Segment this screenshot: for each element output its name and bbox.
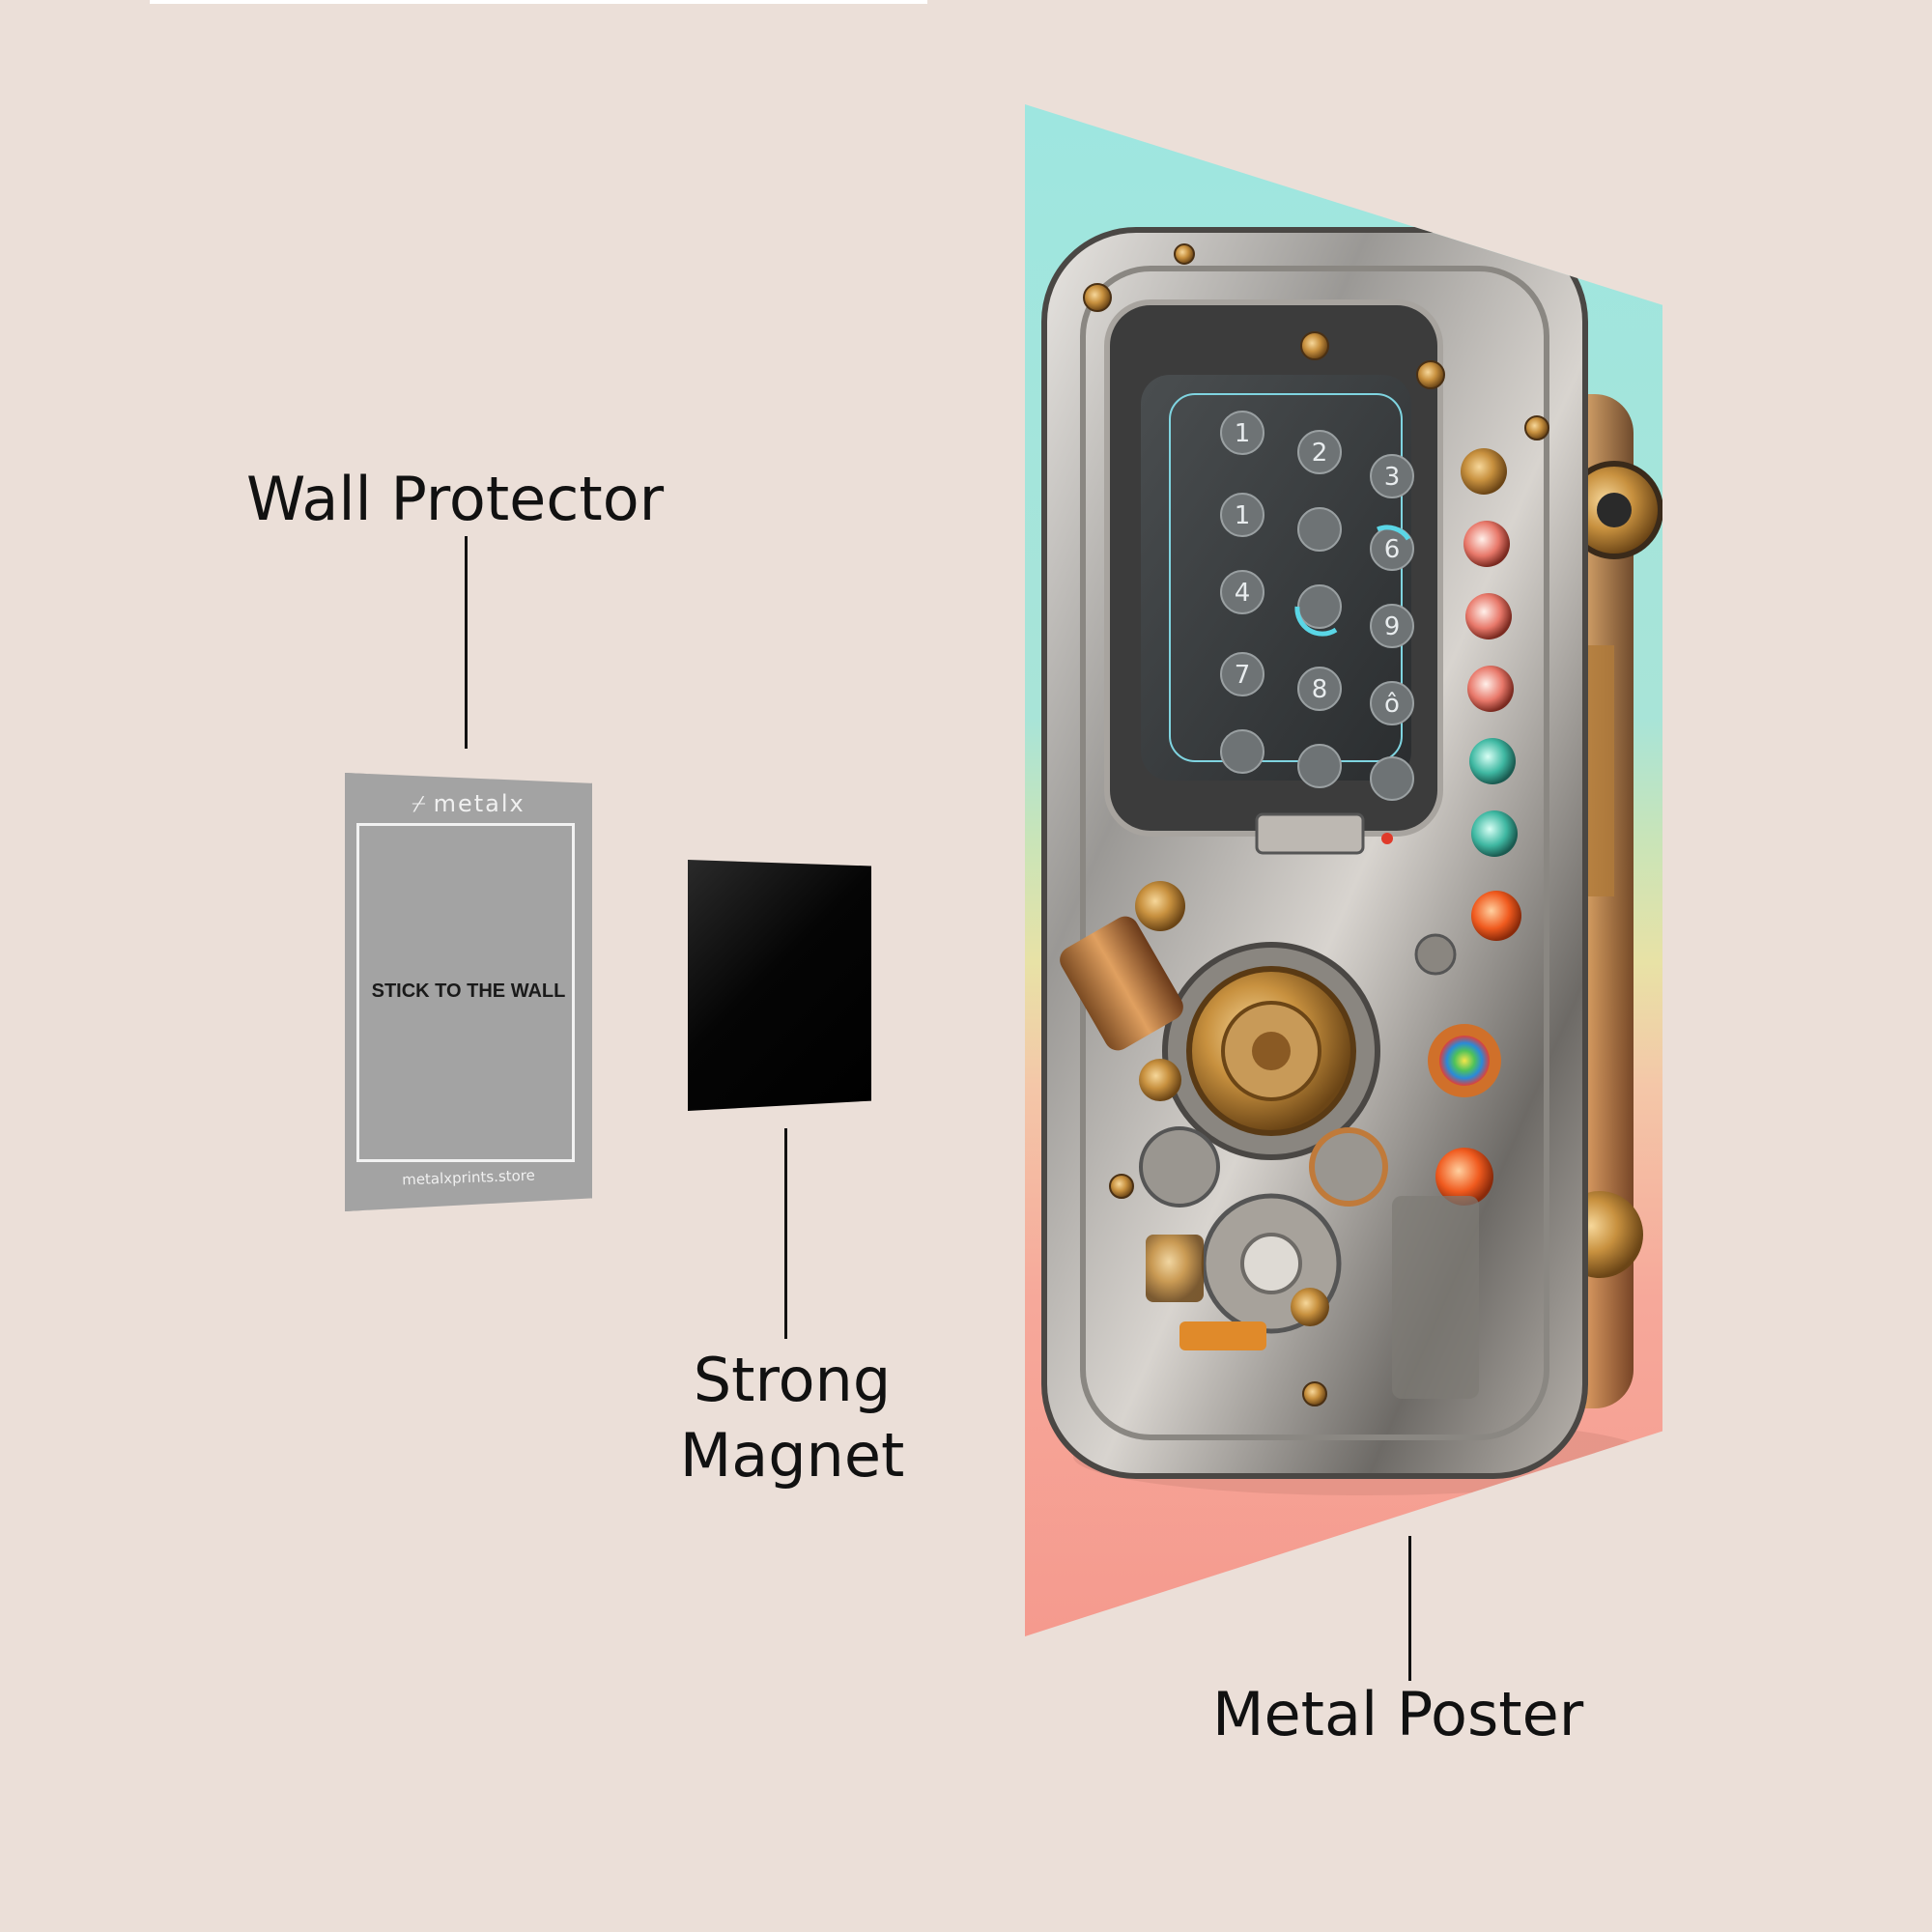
- key-9: 9: [1384, 612, 1401, 641]
- strong-magnet: [688, 860, 871, 1111]
- key-12: ô: [1384, 690, 1400, 719]
- metal-poster-leader-line: [1408, 1536, 1411, 1681]
- protector-website: metalxprints.store: [401, 1166, 536, 1189]
- strong-magnet-label: Strong Magnet: [667, 1343, 918, 1492]
- wall-protector-label: Wall Protector: [246, 464, 665, 534]
- top-strip: [150, 0, 927, 4]
- key-4: 1: [1235, 501, 1251, 530]
- key-6: 6: [1384, 535, 1401, 564]
- strong-magnet-label-line2: Magnet: [679, 1419, 905, 1491]
- wall-protector-leader-line: [465, 536, 468, 749]
- poster-artwork: 1 2 3 1 6 4 9 7 8 ô: [1041, 227, 1662, 1495]
- key-11: 8: [1312, 675, 1328, 704]
- key-1: 1: [1235, 419, 1251, 448]
- protector-instruction: STICK TO THE WALL: [371, 980, 566, 1002]
- key-2: 2: [1312, 439, 1328, 468]
- key-3: 3: [1384, 463, 1401, 492]
- protector-inner-frame: [356, 823, 575, 1162]
- metalx-logo-icon: ⌿: [412, 790, 428, 817]
- strong-magnet-label-line1: Strong: [693, 1345, 892, 1415]
- protector-brand: ⌿metalx: [345, 790, 592, 817]
- metal-poster-label: Metal Poster: [1212, 1679, 1584, 1749]
- key-10: 7: [1235, 661, 1251, 690]
- protector-brand-text: metalx: [433, 790, 526, 817]
- keypad-buttons: [1220, 411, 1414, 801]
- key-7: 4: [1235, 579, 1251, 608]
- wall-protector-card: ⌿metalx STICK TO THE WALL metalxprints.s…: [345, 773, 592, 1211]
- strong-magnet-leader-line: [784, 1128, 787, 1339]
- metal-poster: 1 2 3 1 6 4 9 7 8 ô: [1025, 104, 1662, 1636]
